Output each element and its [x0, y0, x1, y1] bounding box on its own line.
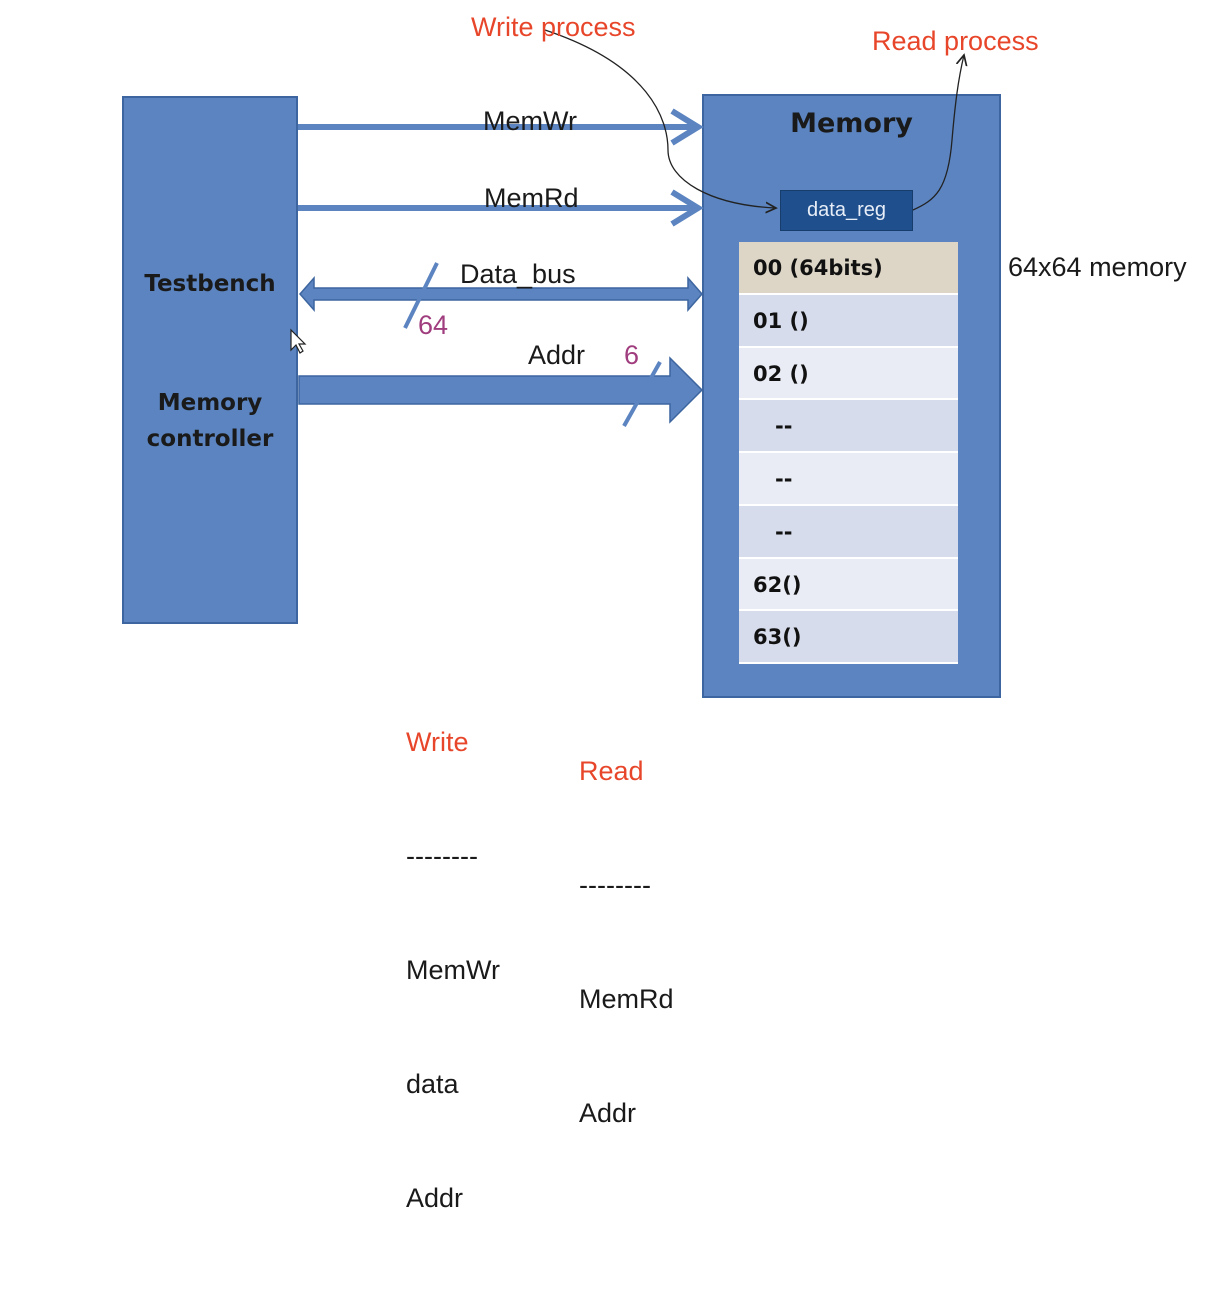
connector-overlay [290, 29, 1232, 427]
memwr-arrow [298, 108, 704, 146]
memory-row-ellipsis-3: -- [739, 505, 958, 559]
mouse-cursor-icon [290, 328, 307, 354]
addr-width-label: 6 [624, 340, 640, 370]
memrd-arrow [298, 189, 704, 227]
memory-row-02: 02 () [739, 347, 958, 401]
data-bus-width-slash [403, 262, 439, 329]
memory-title: Memory [790, 108, 913, 139]
memory-row-62: 62() [739, 558, 958, 612]
write-column-item: MemWr [406, 955, 500, 985]
memory-row-01: 01 () [739, 294, 958, 348]
read-column-header: Read [579, 756, 644, 786]
memory-row-ellipsis-1: -- [739, 400, 958, 453]
write-process-curve [544, 29, 776, 208]
memory-table: 00 (64bits) 01 () 02 () -- -- -- 62() 63… [739, 242, 958, 664]
read-process-curve [912, 55, 964, 211]
testbench-block: Testbench Memory controller [122, 96, 298, 624]
read-column: Read -------- MemRd Addr [579, 676, 674, 1208]
write-column-item: Addr [406, 1183, 464, 1213]
memrd-label: MemRd [484, 183, 579, 213]
write-process-label: Write process [471, 12, 636, 42]
memwr-label: MemWr [483, 106, 577, 136]
memory-row-00: 00 (64bits) [739, 242, 958, 295]
write-column-header: Write [406, 727, 469, 757]
memory-size-label: 64x64 memory [1008, 252, 1187, 282]
memory-controller-label-line2: controller [146, 426, 274, 452]
memory-row-63: 63() [739, 611, 958, 664]
addr-label: Addr [528, 340, 586, 370]
read-column-item: MemRd [579, 984, 674, 1014]
testbench-label: Testbench [144, 271, 276, 297]
read-column-item: Addr [579, 1098, 637, 1128]
data-bus-label: Data_bus [460, 259, 576, 289]
write-column-item: data [406, 1069, 459, 1099]
addr-width-slash [622, 361, 662, 427]
memory-row-ellipsis-2: -- [739, 453, 958, 506]
data-bus-width-label: 64 [418, 310, 449, 340]
write-column-divider: -------- [406, 841, 478, 871]
memory-controller-label-line1: Memory [157, 390, 263, 416]
addr-arrow [298, 356, 704, 424]
data-reg-box: data_reg [780, 190, 913, 231]
read-column-divider: -------- [579, 870, 651, 900]
data-bus-arrow [299, 276, 703, 312]
write-column: Write -------- MemWr data Addr [406, 647, 500, 1293]
read-process-label: Read process [872, 26, 1039, 56]
